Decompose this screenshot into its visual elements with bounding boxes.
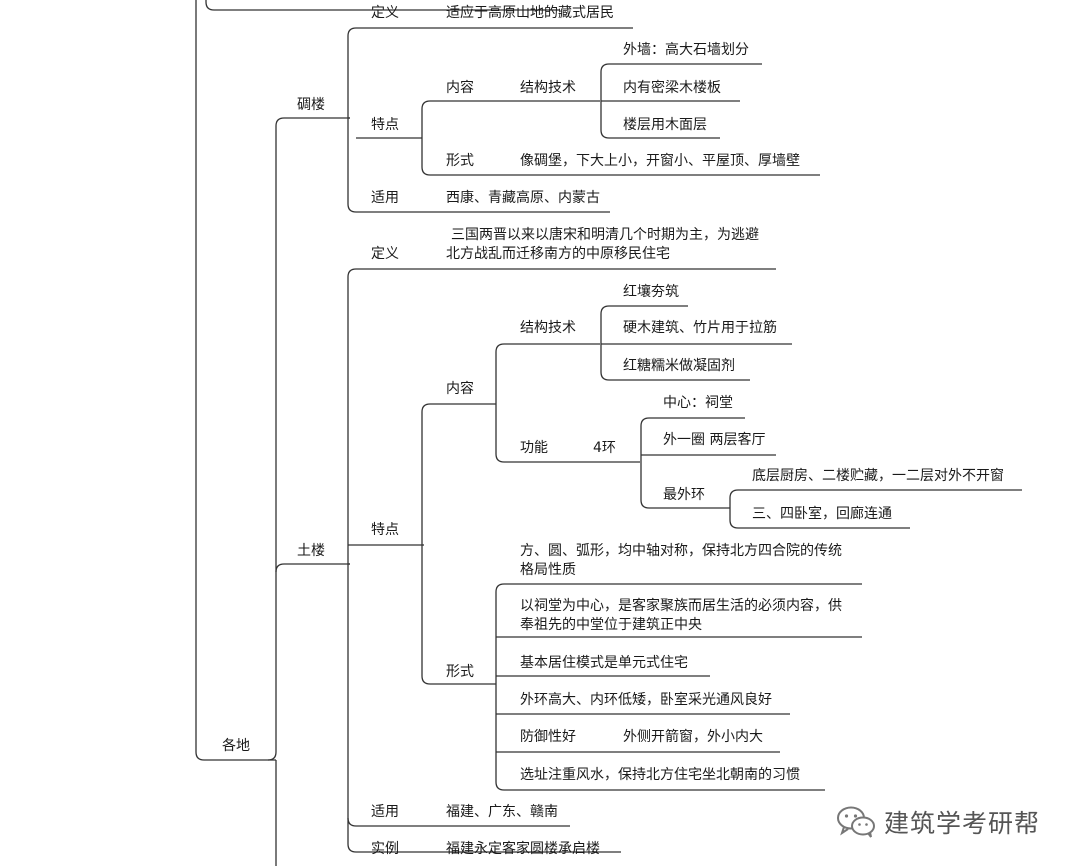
tulou-function-label: 功能 [520, 440, 548, 456]
diaolou-node-label: 碉楼 [297, 97, 325, 113]
root-node-label: 各地 [222, 738, 250, 754]
diaolou-features-label: 特点 [371, 117, 399, 133]
tulou-structure-label: 结构技术 [520, 320, 576, 336]
tulou-definition-line-1: 三国两晋以来以唐宋和明清几个时期为主，为逃避 [451, 227, 759, 243]
tulou-usage-text: 福建、广东、赣南 [446, 804, 558, 820]
tulou-form-item-4: 外环高大、内环低矮，卧室采光通风良好 [520, 692, 772, 708]
watermark-text: 建筑学考研帮 [884, 809, 1041, 838]
tulou-function-center: 中心：祠堂 [663, 395, 733, 411]
tulou-content-label: 内容 [446, 381, 474, 397]
tulou-features-label: 特点 [371, 522, 399, 538]
tulou-function-outer-1: 外一圈 两层客厅 [663, 432, 766, 448]
tulou-defense-label: 防御性好 [520, 729, 576, 745]
tulou-form-item-2-line-2: 奉祖先的中堂位于建筑正中央 [520, 617, 702, 633]
diaolou-usage-text: 西康、青藏高原、内蒙古 [446, 190, 600, 206]
tulou-outermost-label: 最外环 [663, 487, 705, 503]
tulou-definition-label: 定义 [371, 246, 399, 262]
diaolou-definition-text: 适应于高原山地的藏式居民 [446, 5, 614, 21]
diaolou-structure-item-2: 内有密梁木楼板 [623, 80, 721, 96]
tulou-form-item-3: 基本居住模式是单元式住宅 [520, 655, 688, 671]
tulou-form-item-6: 选址注重风水，保持北方住宅坐北朝南的习惯 [520, 767, 800, 783]
tulou-structure-item-2: 硬木建筑、竹片用于拉筋 [623, 320, 777, 336]
tulou-defense-text: 外侧开箭窗，外小内大 [623, 729, 763, 745]
diaolou-structure-item-1: 外墙：高大石墙划分 [623, 42, 749, 58]
wechat-icon [837, 806, 875, 838]
tulou-ring-label: 4环 [593, 440, 616, 456]
diaolou-usage-label: 适用 [371, 190, 399, 206]
tulou-definition-line-2: 北方战乱而迁移南方的中原移民住宅 [446, 246, 670, 262]
tulou-node-label: 土楼 [297, 543, 325, 559]
diaolou-structure-label: 结构技术 [520, 80, 576, 96]
diaolou-form-text: 像碉堡，下大上小，开窗小、平屋顶、厚墙壁 [520, 153, 800, 169]
diaolou-structure-item-3: 楼层用木面层 [623, 117, 707, 133]
tulou-example-text: 福建永定客家圆楼承启楼 [446, 841, 600, 857]
tulou-structure-item-3: 红糖糯米做凝固剂 [623, 358, 735, 374]
diaolou-content-label: 内容 [446, 80, 474, 96]
diaolou-form-label: 形式 [446, 153, 474, 169]
tulou-outermost-item-1: 底层厨房、二楼贮藏，一二层对外不开窗 [752, 468, 1004, 484]
tulou-form-item-1-line-2: 格局性质 [520, 562, 576, 578]
tulou-structure-item-1: 红壤夯筑 [623, 284, 679, 300]
tulou-form-item-1-line-1: 方、圆、弧形，均中轴对称，保持北方四合院的传统 [520, 543, 842, 559]
tulou-usage-label: 适用 [371, 804, 399, 820]
tulou-outermost-item-2: 三、四卧室，回廊连通 [752, 506, 892, 522]
tulou-example-label: 实例 [371, 841, 399, 857]
diaolou-definition-label: 定义 [371, 5, 399, 21]
watermark: 建筑学考研帮 [836, 800, 1040, 844]
tulou-form-item-2-line-1: 以祠堂为中心，是客家聚族而居生活的必须内容，供 [520, 598, 842, 614]
tulou-form-label: 形式 [446, 664, 474, 680]
